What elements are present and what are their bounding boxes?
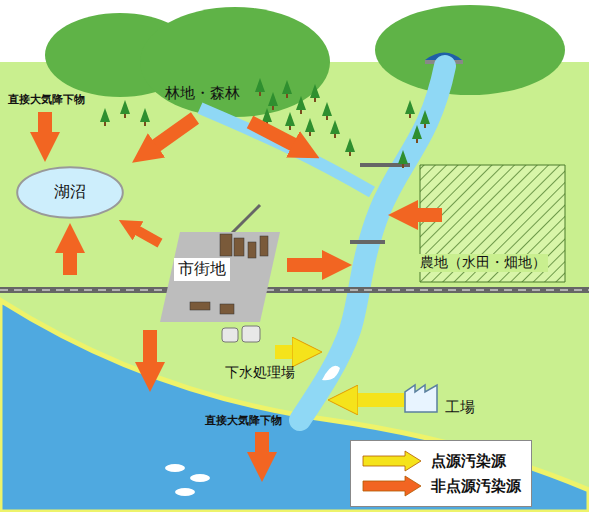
legend-box: 点源汚染源非点源汚染源 (350, 440, 532, 507)
runoff-arrow (133, 228, 160, 243)
node-label: 市街地 (174, 258, 230, 281)
node-label: 湖沼 (54, 182, 86, 203)
legend-label: 点源汚染源 (431, 452, 506, 471)
area-label: 農地（水田・畑地） (418, 254, 548, 272)
legend-row: 非点源汚染源 (361, 475, 521, 497)
legend-swatch (363, 476, 421, 496)
area-label: 下水処理場 (225, 364, 295, 382)
city-area: 市街地 (160, 232, 280, 322)
area-label: 直接大気降下物 (205, 413, 282, 428)
lake-ellipse: 湖沼 (15, 165, 125, 220)
area-label: 林地・森林 (165, 84, 240, 103)
legend-row: 点源汚染源 (361, 450, 521, 472)
legend-label: 非点源汚染源 (431, 477, 521, 496)
legend-swatch (363, 451, 421, 471)
legend-arrow (361, 450, 423, 472)
area-label: 直接大気降下物 (8, 92, 85, 107)
area-label: 工場 (445, 398, 475, 417)
legend-arrow (361, 475, 423, 497)
